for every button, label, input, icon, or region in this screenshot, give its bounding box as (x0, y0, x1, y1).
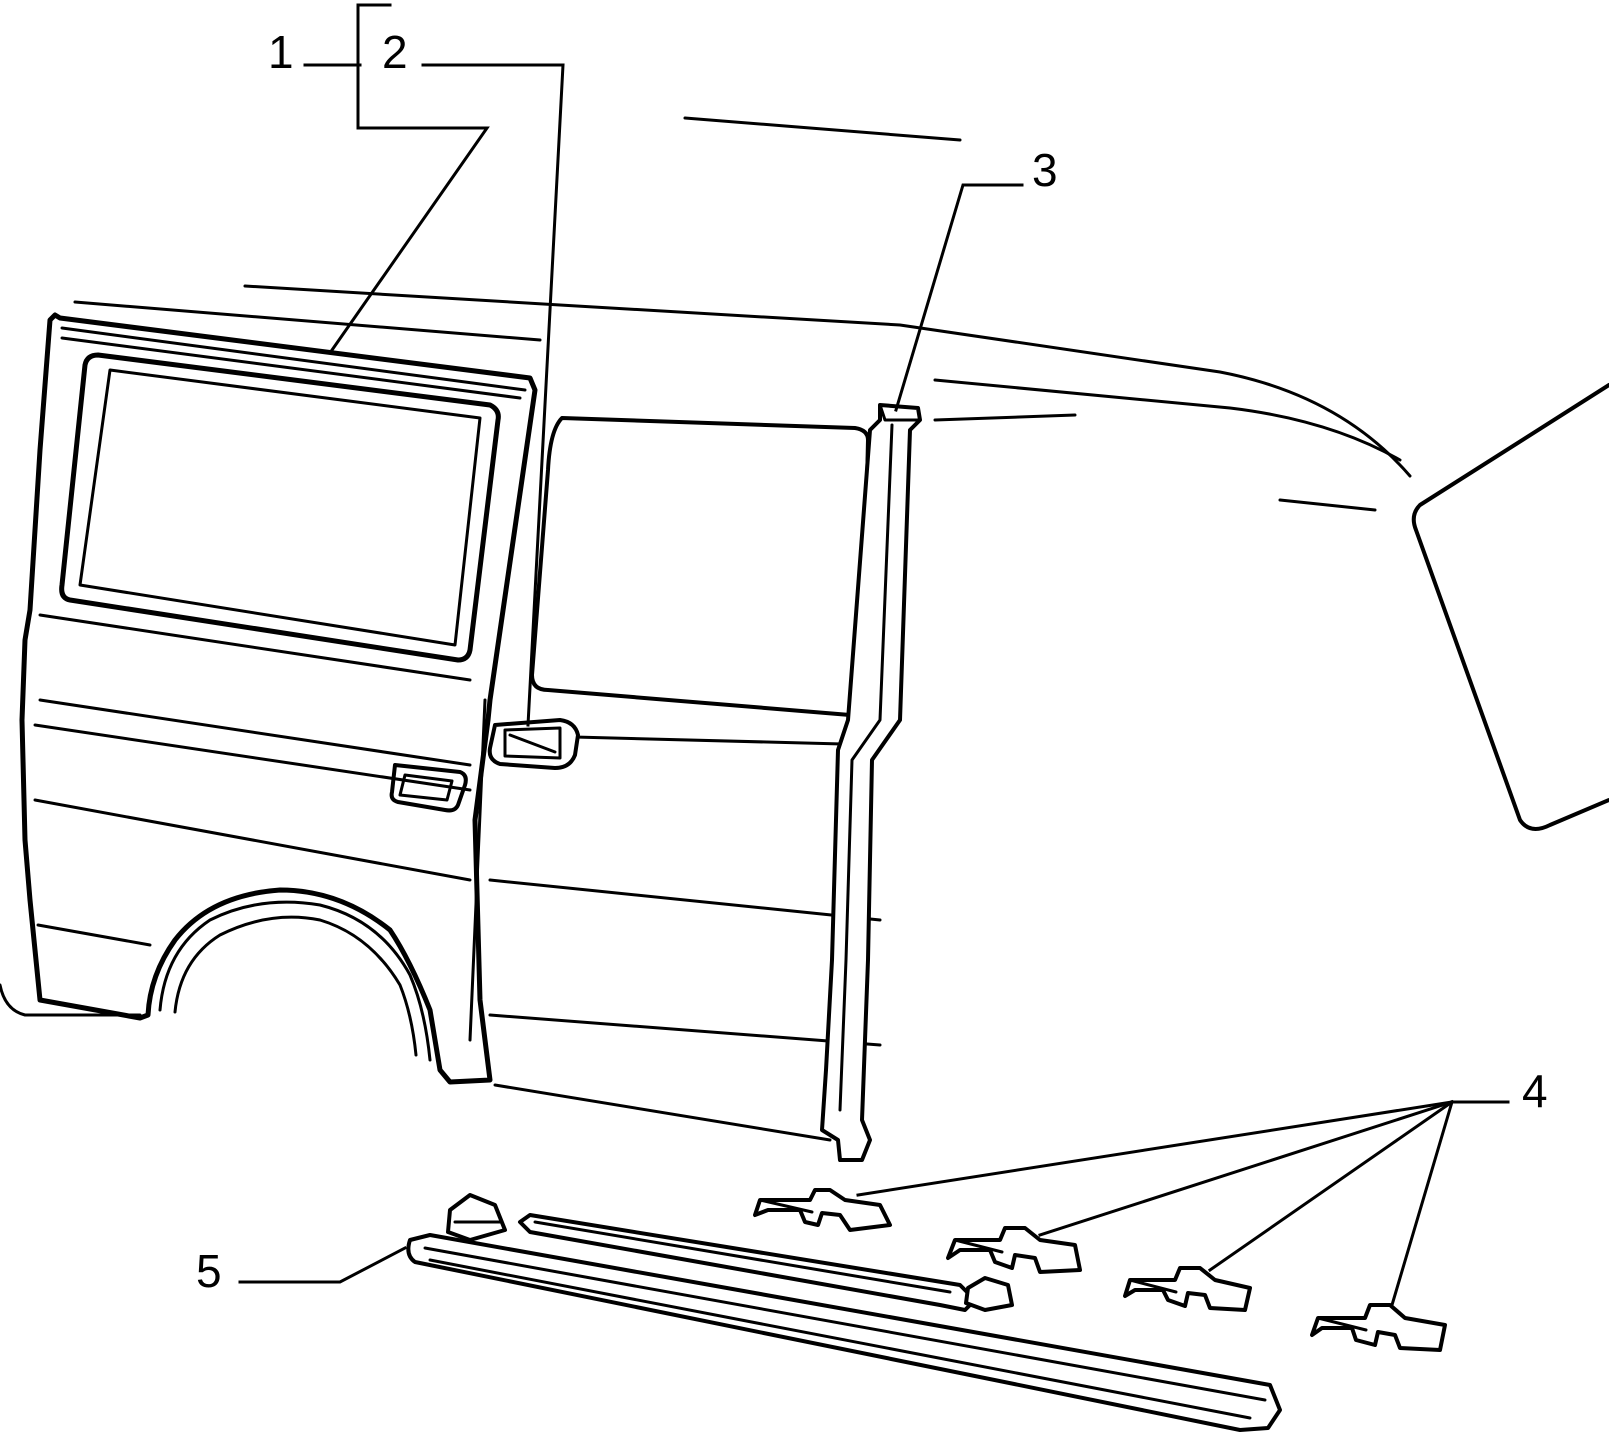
callout-2: 2 (382, 26, 408, 78)
callout-5: 5 (196, 1245, 222, 1297)
callout-3: 3 (1032, 144, 1058, 196)
door-handle-bracket (487, 718, 580, 770)
clip-4 (1310, 1303, 1447, 1352)
clip-3 (1123, 1266, 1252, 1312)
callout-1: 1 (268, 26, 294, 78)
clip-2 (946, 1226, 1082, 1274)
callout-4: 4 (1522, 1065, 1548, 1117)
clip-1 (753, 1188, 892, 1232)
lower-rail-sill (406, 1193, 1282, 1432)
van-body-outline (0, 116, 1609, 1142)
rear-side-panel (19, 312, 538, 1085)
callout-numbers: 1 2 3 4 5 (196, 26, 1548, 1297)
leader-lines (238, 3, 1510, 1307)
pillar-trim-strip (820, 403, 922, 1162)
